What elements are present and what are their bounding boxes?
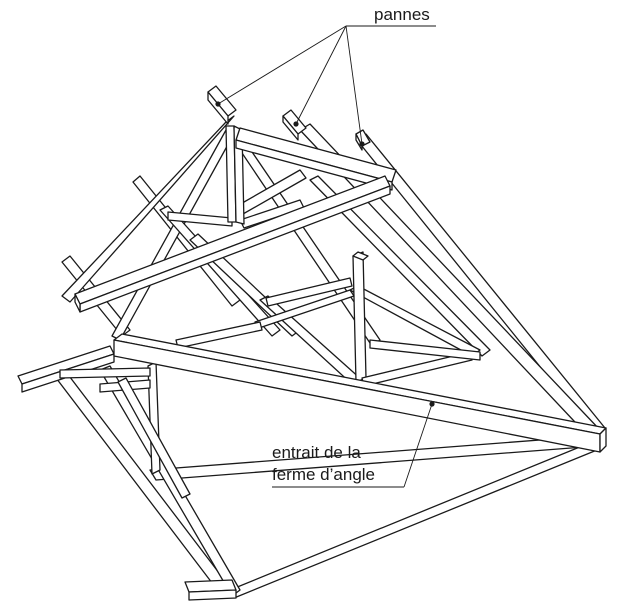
hip-rafters — [49, 115, 606, 597]
pannes-dot-2 — [293, 121, 299, 127]
entrait-dot — [429, 401, 435, 407]
purlins — [207, 85, 371, 151]
pannes-dot-1 — [215, 101, 221, 107]
entrait-label-line2: ferme d’angle — [272, 465, 375, 484]
entrait-label-line1: entrait de la — [272, 443, 361, 462]
angle-truss-tie-beam — [113, 333, 607, 453]
pannes-label: pannes — [374, 5, 430, 24]
center-struts — [175, 277, 481, 387]
mid-tie-beam — [74, 175, 391, 313]
entrait-callout: entrait de la ferme d’angle — [272, 401, 435, 488]
bottom-beam — [184, 579, 237, 601]
pannes-dot-3 — [359, 141, 365, 147]
pannes-callout: pannes — [215, 5, 436, 147]
upper-tie-beam — [235, 127, 397, 191]
